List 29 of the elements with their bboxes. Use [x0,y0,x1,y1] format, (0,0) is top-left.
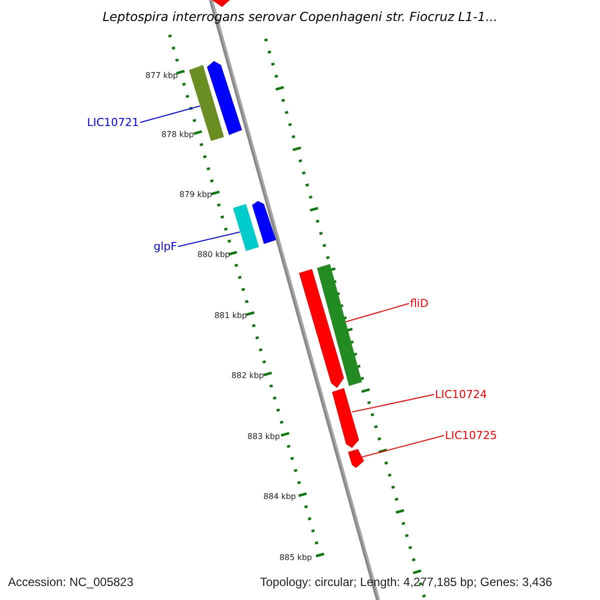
gene-label: LIC10725 [445,430,498,441]
scale-label: 885 kbp [279,554,312,562]
scale-label: 884 kbp [263,493,296,501]
gene-label: LIC10724 [435,389,488,400]
scale-label: 877 kbp [145,72,178,80]
gene-bar [317,264,362,386]
gene-bar [299,269,344,388]
leader-line [352,394,434,412]
scale-label: 883 kbp [247,433,280,441]
info-text: Accession: NC_005823 [8,576,134,588]
gene-label: fliD [410,298,428,309]
gene-bar [207,61,242,135]
scale-label: 881 kbp [214,312,247,320]
scale-label: 879 kbp [179,191,212,199]
gene-bar [348,449,364,468]
gene-bar [252,201,276,244]
leader-line [344,303,410,322]
leader-line [362,435,444,458]
info-text: Topology: circular; Length: 4,277,185 bp; Genes: 3,436 [260,576,552,588]
scale-label: 880 kbp [197,251,230,259]
leader-line [140,106,200,123]
gene-bar [233,204,259,251]
gene-bar [332,388,359,448]
map-title: Leptospira interrogans serovar Copenhageni str. Fiocruz L1-1... [102,11,498,24]
scale-label: 878 kbp [161,131,194,139]
leader-line [178,232,240,247]
scale-label: 882 kbp [231,372,264,380]
gene-label: glpF [154,241,177,252]
gene-label: LIC10721 [86,117,139,128]
